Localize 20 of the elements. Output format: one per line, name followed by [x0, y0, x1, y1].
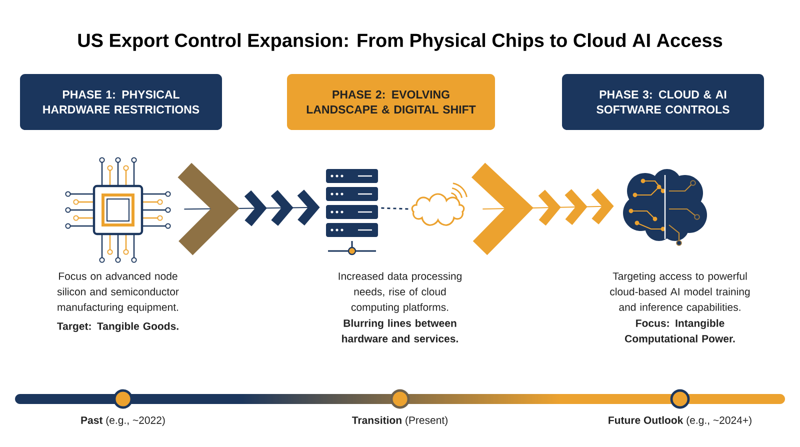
description-text: Focus: Intangible Computational Power. [625, 319, 735, 344]
brain-circuit-drawing [623, 169, 707, 246]
timeline-label: Transition (Present) [352, 416, 448, 426]
description-text: Target: Tangible Goods. [57, 322, 178, 332]
chip-drawing [65, 157, 171, 263]
description-text: Focus on advanced node silicon and semiconductor manufacturing equipment. [57, 272, 179, 313]
description-text: Blurring lines between hardware and services. [342, 319, 458, 342]
dashed-connector [381, 207, 410, 210]
timeline-label: Past (e.g., ~2022) [81, 416, 165, 426]
description-text: Targeting access to powerful cloud-based AI model training and inference capabilities. [610, 272, 750, 313]
server-rack-drawing [326, 169, 378, 256]
chevron-arrow [178, 162, 320, 256]
title: US Export Control Expansion: From Physical Chips to Cloud AI Access [78, 33, 722, 51]
phase-header-box: PHASE 1: PHYSICAL HARDWARE RESTRICTIONS [20, 74, 222, 130]
phase-header-box: PHASE 3: CLOUD & AI SOFTWARE CONTROLS [562, 74, 764, 130]
description-text: Increased data processing needs, rise of cloud computing platforms. [338, 272, 462, 313]
timeline-label: Future Outlook (e.g., ~2024+) [608, 416, 752, 426]
phase-header-box: PHASE 2: EVOLVING LANDSCAPE & DIGITAL SHIFT [287, 74, 495, 130]
chevron-arrow [471, 162, 614, 256]
cloud-drawing [411, 182, 468, 226]
